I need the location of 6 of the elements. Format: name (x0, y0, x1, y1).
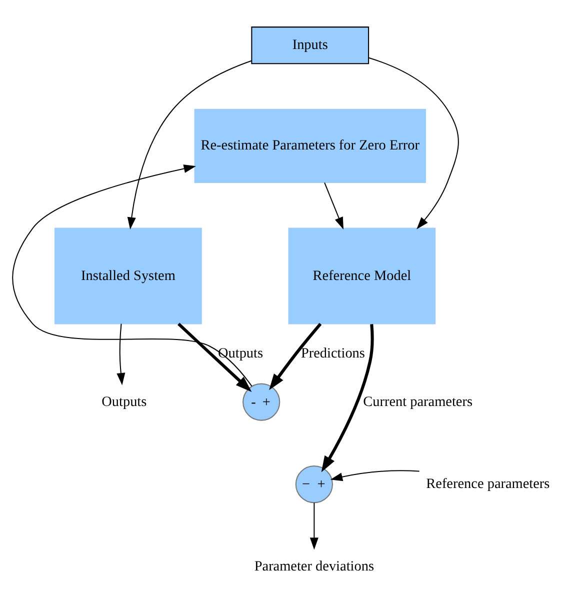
node-text: Reference parameters (426, 476, 550, 492)
edge-label: Predictions (300, 345, 365, 362)
edge-label: Current parameters (363, 393, 473, 410)
edge-label: Outputs (218, 345, 264, 362)
node-text: Parameter deviations (254, 558, 374, 574)
node-text: Outputs (102, 393, 147, 410)
